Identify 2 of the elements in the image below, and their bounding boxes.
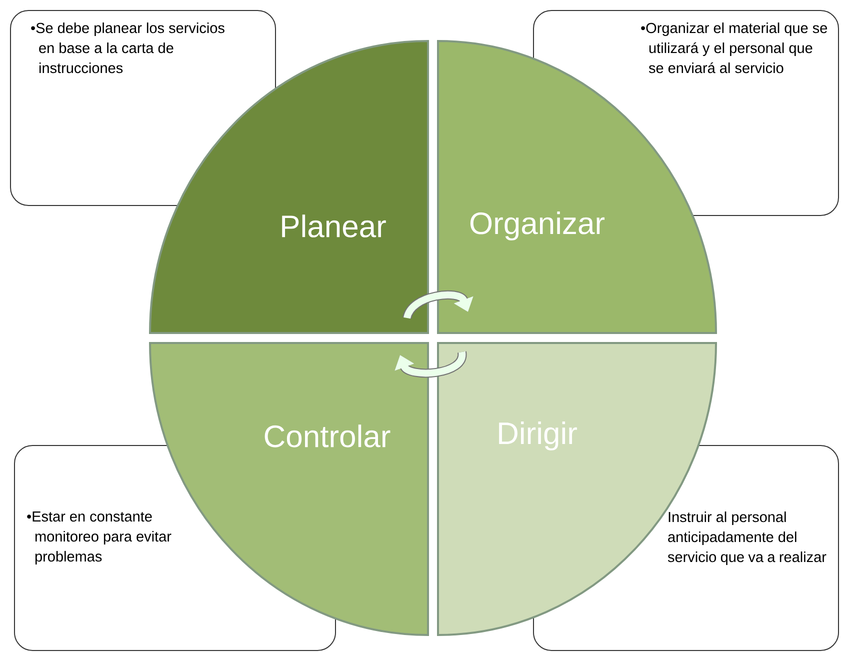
cycle-arrow [394, 352, 466, 378]
cycle-arrow [402, 290, 474, 320]
